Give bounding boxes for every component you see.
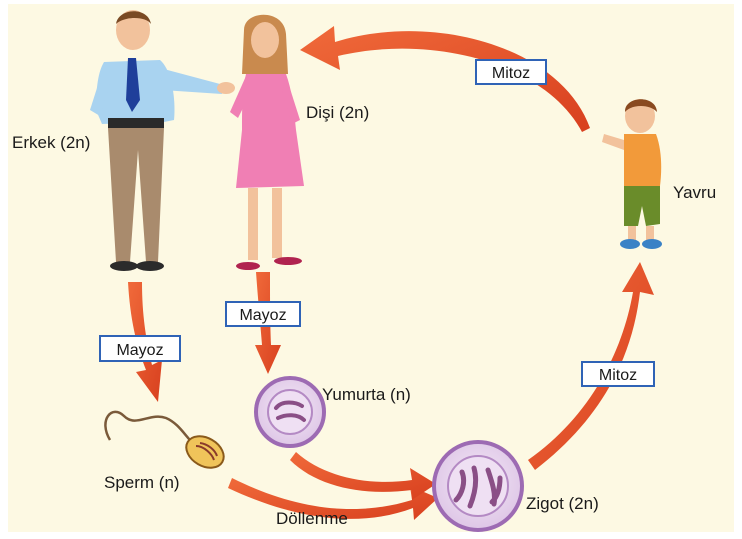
meiosis-box-male: Mayoz [100,336,180,361]
female-label: Dişi (2n) [306,103,369,122]
egg-label: Yumurta (n) [322,385,411,404]
mitosis-label-right: Mitoz [599,367,637,384]
male-label: Erkek (2n) [12,133,90,152]
meiosis-box-female: Mayoz [226,302,300,326]
mitosis-box-right: Mitoz [582,362,654,386]
zygote-cell [434,442,522,530]
offspring-label: Yavru [673,183,716,202]
mitosis-box-top: Mitoz [476,60,546,84]
sperm-label: Sperm (n) [104,473,180,492]
mitosis-label-top: Mitoz [492,65,530,82]
meiosis-label-female: Mayoz [239,307,286,324]
egg-cell [256,378,324,446]
meiosis-label-male: Mayoz [116,342,163,359]
fertilization-label: Döllenme [276,509,348,528]
zygote-label: Zigot (2n) [526,494,599,513]
